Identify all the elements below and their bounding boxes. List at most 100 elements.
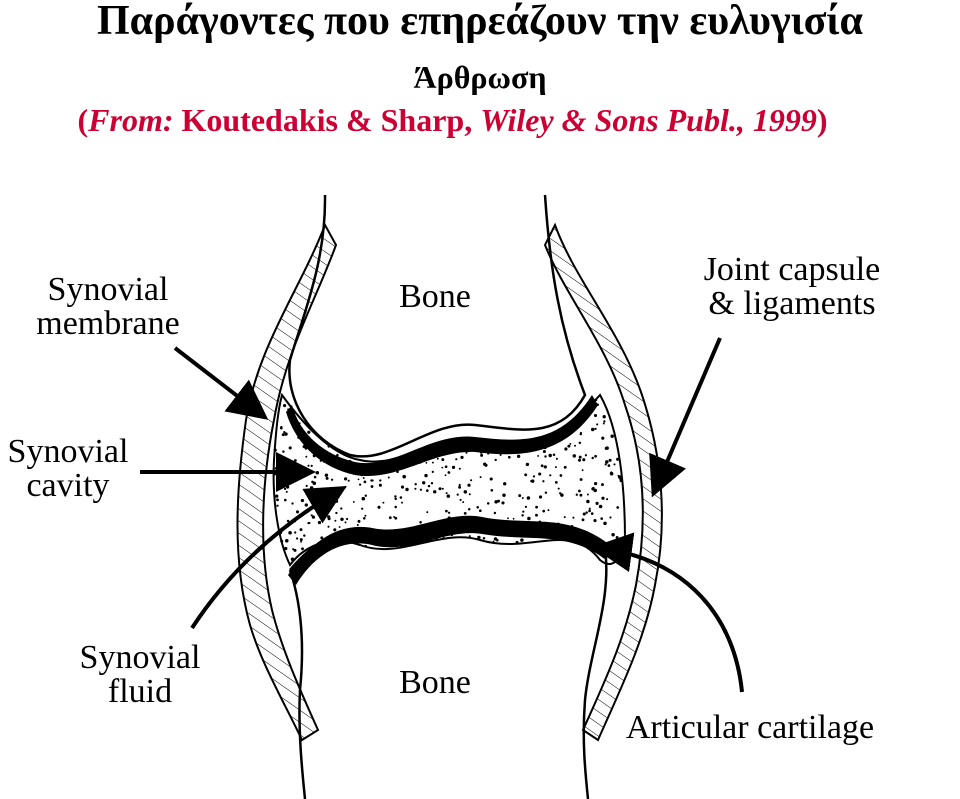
fluid-dot (364, 514, 367, 517)
label-synovial-fluid-line2: fluid (108, 673, 172, 710)
fluid-dot (477, 535, 481, 540)
fluid-dot (377, 505, 381, 509)
fluid-dot (535, 505, 538, 509)
fluid-dot (595, 501, 599, 506)
fluid-dot (564, 447, 568, 451)
fluid-dot (520, 538, 524, 542)
fluid-dot (468, 535, 471, 538)
fluid-dot (447, 471, 451, 474)
fluid-dot (405, 487, 409, 492)
fluid-dot (524, 505, 528, 509)
fluid-dot (315, 470, 320, 475)
fluid-dot (578, 441, 582, 445)
fluid-dot (463, 512, 467, 515)
page-title: Παράγοντες που επηρεάζουν την ευλυγισία (97, 0, 863, 44)
fluid-dot (460, 455, 464, 460)
fluid-dot (334, 519, 337, 522)
fluid-dot (554, 466, 557, 469)
fluid-dot (280, 539, 284, 543)
fluid-dot (327, 515, 331, 519)
fluid-dot (361, 496, 366, 501)
fluid-dot (352, 500, 355, 503)
fluid-dot (490, 488, 494, 492)
fluid-dot (465, 451, 468, 454)
fluid-dot (286, 519, 290, 523)
fluid-dot (436, 457, 439, 460)
fluid-dot (343, 486, 347, 489)
fluid-dot (425, 489, 429, 492)
fluid-dot (346, 517, 349, 521)
fluid-dot (486, 502, 490, 505)
fluid-dot (303, 534, 306, 537)
fluid-dot (582, 458, 586, 462)
arrow-synovial-fluid (190, 485, 347, 630)
fluid-dot (554, 480, 558, 484)
label-articular-cartilage: Articular cartilage (626, 709, 874, 746)
fluid-dot (613, 463, 616, 466)
fluid-dot (470, 479, 473, 482)
fluid-dot (572, 516, 575, 519)
fluid-dot (609, 516, 612, 519)
fluid-dot (294, 531, 297, 534)
fluid-dot (394, 497, 397, 501)
fluid-dot (507, 517, 509, 520)
fluid-dot (400, 485, 405, 489)
arrow-joint-capsule (649, 337, 722, 498)
fluid-dot (535, 513, 538, 517)
fluid-dot (538, 495, 543, 499)
fluid-dot (431, 461, 434, 464)
fluid-dot (549, 474, 552, 477)
fluid-dot (394, 495, 397, 498)
fluid-dot (606, 498, 609, 501)
fluid-dot (451, 465, 456, 470)
fluid-dot (276, 498, 279, 502)
label-synovial-cavity-line2: cavity (26, 467, 109, 504)
fluid-dot (458, 467, 461, 470)
fluid-dot (607, 464, 611, 467)
fluid-dot (612, 555, 616, 559)
fluid-dot (419, 488, 423, 491)
fluid-dot (340, 507, 343, 510)
fluid-dot (310, 464, 313, 467)
fluid-dot (458, 485, 462, 489)
fluid-dot (382, 501, 385, 504)
fluid-dot (574, 444, 576, 447)
fluid-dot (575, 493, 578, 496)
fluid-dot (445, 509, 448, 513)
fluid-dot (347, 479, 350, 482)
citation-open-paren: ( (77, 102, 89, 138)
fluid-dot (601, 436, 605, 440)
citation-publisher: Wiley & Sons Publ., 1999 (480, 102, 817, 138)
fluid-dot (414, 483, 417, 486)
fluid-dot (393, 515, 396, 518)
fluid-dot (596, 423, 599, 426)
fluid-dot (300, 540, 303, 543)
fluid-dot (456, 493, 459, 496)
fluid-dot (370, 479, 373, 482)
lower-articular-cartilage (288, 515, 610, 585)
fluid-dot (280, 462, 285, 466)
fluid-dot (586, 493, 589, 496)
label-bone-bottom: Bone (399, 664, 471, 701)
fluid-dot (525, 462, 530, 467)
fluid-dot (478, 509, 482, 513)
fluid-dot (581, 469, 584, 472)
fluid-dot (590, 512, 594, 515)
fluid-dot (501, 501, 505, 505)
fluid-dot (499, 453, 502, 456)
fluid-dot (544, 491, 548, 494)
fluid-dot (387, 476, 390, 479)
fluid-dot (603, 521, 607, 526)
fluid-dot (476, 506, 479, 509)
fluid-dot (362, 477, 365, 479)
fluid-dot (578, 489, 581, 493)
page-subtitle: Άρθρωση (413, 59, 547, 95)
fluid-dot (467, 483, 471, 487)
fluid-dot (378, 483, 382, 487)
fluid-dot (611, 533, 615, 537)
fluid-dot (370, 485, 374, 488)
fluid-dot (444, 474, 447, 477)
fluid-dot (330, 478, 334, 481)
fluid-dot (293, 548, 297, 552)
